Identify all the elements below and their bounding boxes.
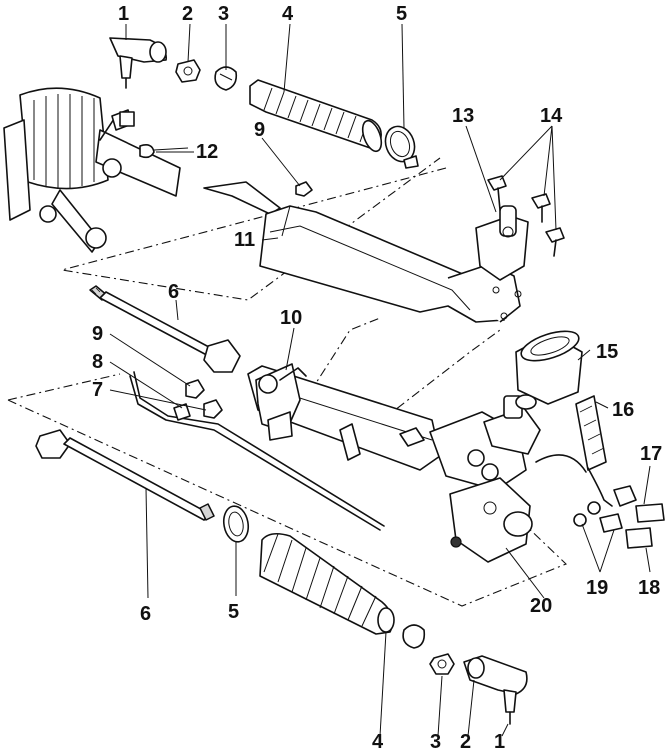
boot-bottom bbox=[259, 532, 395, 635]
callout-tie-rod-end-top: 1 bbox=[118, 3, 129, 25]
clamp-bottom bbox=[402, 624, 426, 649]
callout-hose: 16 bbox=[612, 399, 634, 421]
valve-housing bbox=[429, 394, 541, 563]
callout-valve-housing: 20 bbox=[530, 595, 552, 617]
boot-top bbox=[249, 79, 383, 153]
hose-fittings bbox=[535, 395, 665, 549]
bolts-top bbox=[487, 175, 565, 257]
callout-nut-top: 2 bbox=[182, 3, 193, 25]
tie-rod-end-top bbox=[109, 37, 167, 127]
heat-shield bbox=[203, 181, 522, 323]
callout-washers: 19 bbox=[586, 577, 608, 599]
band-bottom bbox=[222, 505, 250, 543]
pipe-assembly bbox=[129, 371, 385, 531]
callout-heat-shield: 11 bbox=[234, 229, 255, 251]
leader-lines bbox=[109, 23, 651, 737]
callout-tie-rod-upper: 6 bbox=[168, 281, 179, 303]
callout-bolt-lower: 18 bbox=[638, 577, 660, 599]
callout-band-top: 5 bbox=[396, 3, 407, 25]
callout-cotter-pin: 12 bbox=[196, 141, 218, 163]
callout-sensor: 13 bbox=[452, 105, 474, 127]
callout-clamp-bottom: 3 bbox=[430, 731, 441, 753]
nut-top bbox=[175, 59, 201, 83]
callout-boot-top: 4 bbox=[282, 3, 294, 25]
tie-rod-lower bbox=[35, 429, 215, 521]
callout-tie-rod-end-bottom: 1 bbox=[494, 731, 505, 753]
callout-banjo-bolt: 17 bbox=[640, 443, 662, 465]
callout-boot-bottom: 4 bbox=[372, 731, 384, 753]
callout-bracket-mount: 10 bbox=[280, 307, 302, 329]
callout-nut-upper: 9 bbox=[254, 119, 265, 141]
clamp-top bbox=[214, 66, 238, 91]
callout-clamp-top: 3 bbox=[218, 3, 229, 25]
sensor bbox=[475, 205, 529, 281]
suspension-knuckle-assembly bbox=[3, 87, 181, 253]
callout-nut-lower: 9 bbox=[92, 323, 103, 345]
nut-bottom bbox=[429, 653, 455, 675]
callout-bolts-top: 14 bbox=[540, 105, 563, 127]
tie-rod-upper bbox=[89, 285, 241, 373]
rack-housing bbox=[247, 363, 441, 471]
tie-rod-end-bottom bbox=[463, 655, 528, 725]
cotter-pin bbox=[139, 144, 189, 159]
callout-pipe: 7 bbox=[92, 379, 103, 401]
callout-labels: 1 2 3 4 5 6 7 8 9 10 11 12 13 14 15 16 1… bbox=[92, 3, 662, 753]
callout-bush: 15 bbox=[596, 341, 618, 363]
bush bbox=[515, 330, 583, 405]
callout-seal-lower: 8 bbox=[92, 351, 103, 373]
band-top bbox=[384, 125, 419, 169]
callout-tie-rod-lower: 6 bbox=[140, 603, 151, 625]
callout-band-bottom: 5 bbox=[228, 601, 239, 623]
callout-nut-bottom: 2 bbox=[460, 731, 471, 753]
